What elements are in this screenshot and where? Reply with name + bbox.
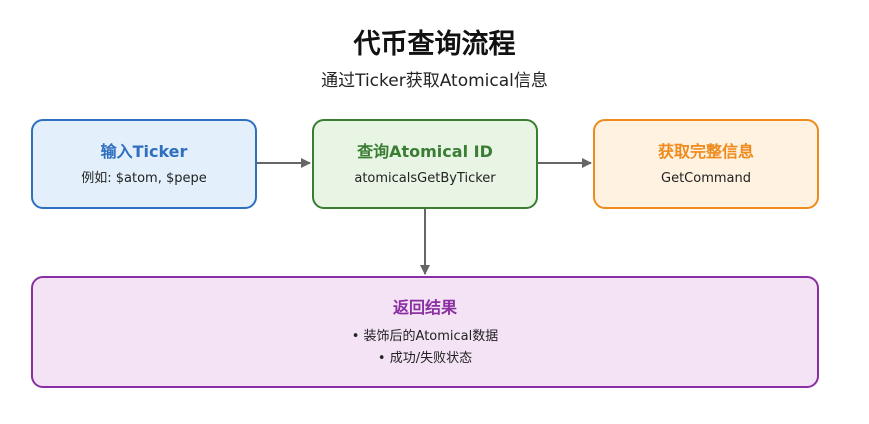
node-return-result: 返回结果 • 装饰后的Atomical数据 • 成功/失败状态 — [31, 276, 819, 388]
node-fetch-title: 获取完整信息 — [657, 142, 754, 161]
node-query-detail: atomicalsGetByTicker — [354, 171, 496, 186]
node-fetch-detail: GetCommand — [661, 171, 751, 186]
node-input-title: 输入Ticker — [100, 142, 188, 161]
node-fetch-full-info: 获取完整信息 GetCommand — [593, 119, 819, 209]
node-result-item: • 成功/失败状态 — [377, 351, 473, 366]
node-input-detail: 例如: $atom, $pepe — [81, 171, 207, 186]
node-input-ticker: 输入Ticker 例如: $atom, $pepe — [31, 119, 257, 209]
node-result-title: 返回结果 — [392, 298, 457, 317]
node-result-item: • 装饰后的Atomical数据 — [351, 329, 499, 344]
node-query-title: 查询Atomical ID — [357, 142, 493, 161]
diagram-title: 代币查询流程 — [353, 29, 516, 60]
node-query-atomical-id: 查询Atomical ID atomicalsGetByTicker — [312, 119, 538, 209]
diagram-subtitle: 通过Ticker获取Atomical信息 — [321, 71, 548, 91]
